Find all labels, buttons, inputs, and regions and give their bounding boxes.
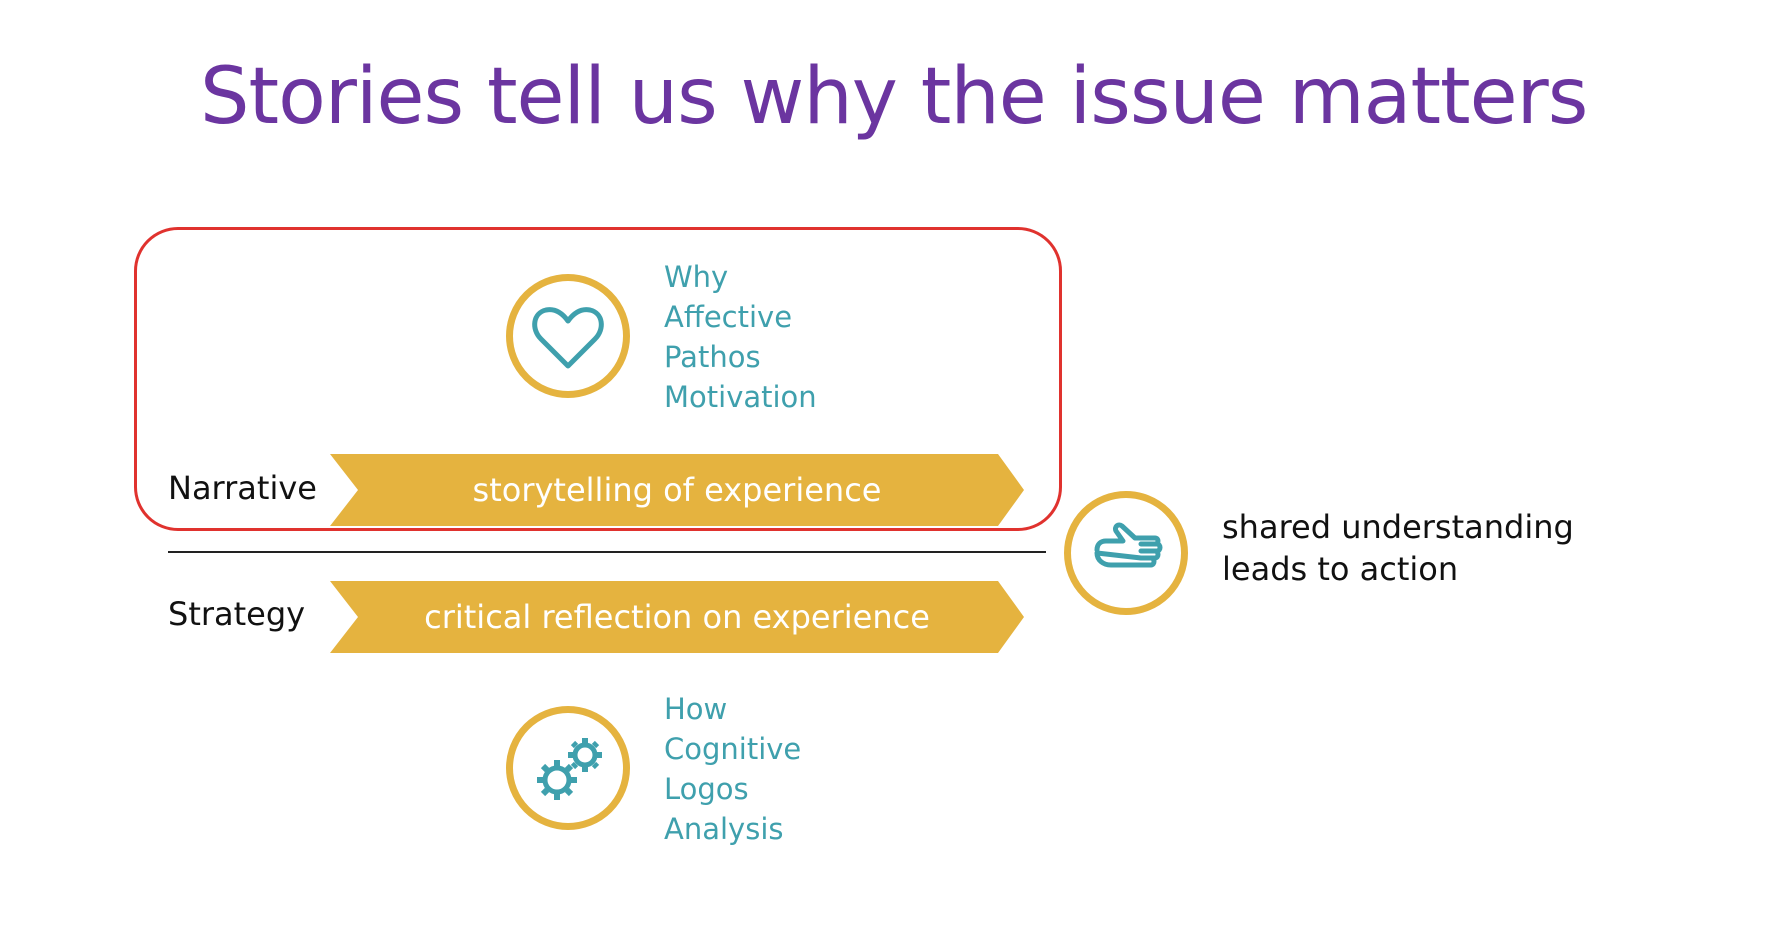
narrative-arrow: storytelling of experience: [330, 454, 1024, 526]
slide-title: Stories tell us why the issue matters: [200, 52, 1588, 142]
strategy-label: Strategy: [168, 595, 306, 633]
strategy-attribute-logos: Logos: [664, 772, 749, 806]
pointing-hand-circle: [1064, 491, 1188, 615]
strategy-arrow-text: critical reflection on experience: [424, 598, 930, 636]
strategy-arrow: critical reflection on experience: [330, 581, 1024, 653]
narrative-arrow-text: storytelling of experience: [472, 471, 882, 509]
narrative-attribute-affective: Affective: [664, 300, 793, 334]
divider-line: [168, 551, 1046, 553]
outcome-text: shared understanding leads to action: [1222, 506, 1574, 590]
outcome-line-1: shared understanding: [1222, 508, 1574, 546]
strategy-arrow-shape: [330, 581, 1024, 653]
gears-circle: [506, 706, 630, 830]
strategy-attribute-analysis: Analysis: [664, 812, 784, 846]
strategy-attribute-cognitive: Cognitive: [664, 732, 802, 766]
narrative-highlight-box: [134, 227, 1062, 531]
narrative-label: Narrative: [168, 469, 317, 507]
heart-circle: [506, 274, 630, 398]
narrative-attribute-pathos: Pathos: [664, 340, 761, 374]
pointing-hand-icon: [1094, 522, 1163, 568]
narrative-attribute-why: Why: [664, 260, 729, 294]
gears-icon: [537, 738, 602, 800]
narrative-attributes: Why Affective Pathos Motivation: [664, 257, 817, 417]
strategy-attribute-how: How: [664, 692, 728, 726]
outcome-line-2: leads to action: [1222, 550, 1459, 588]
heart-icon: [532, 307, 604, 369]
narrative-arrow-shape: [330, 454, 1024, 526]
narrative-attribute-motivation: Motivation: [664, 380, 817, 414]
strategy-attributes: How Cognitive Logos Analysis: [664, 689, 801, 849]
